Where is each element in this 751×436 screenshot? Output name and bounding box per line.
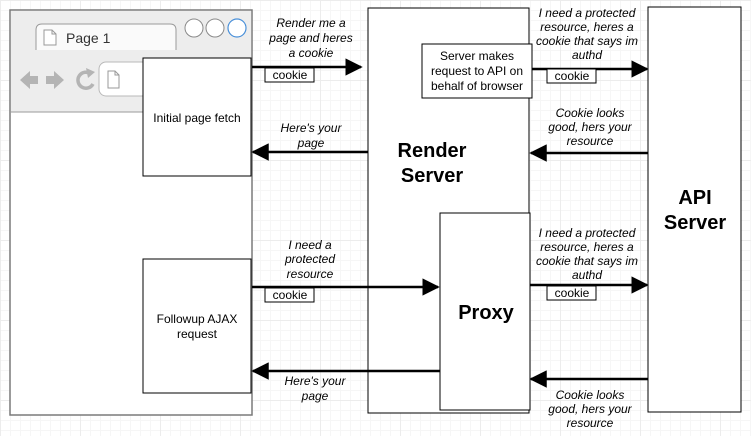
label-need-protected-1-line3: cookie that says im <box>536 34 638 48</box>
label-need-protected-browser-line1: I need a <box>288 238 332 252</box>
label-render-me-line2: page and heres <box>268 31 352 45</box>
cookie-tag-4-label: cookie <box>555 286 590 300</box>
label-heres-page-2: Here's your page <box>285 374 347 403</box>
label-need-protected-browser-line3: resource <box>287 267 334 281</box>
server-request-box: Server makes request to API on behalf of… <box>421 43 533 99</box>
reload-icon[interactable] <box>76 68 95 90</box>
label-need-protected-2-line2: resource, heres a <box>540 240 634 254</box>
initial-page-fetch-label: Initial page fetch <box>153 111 240 125</box>
forward-arrow-icon[interactable] <box>46 71 64 89</box>
render-server-label-line1: Render <box>398 140 467 162</box>
label-render-me: Render me a page and heres a cookie <box>268 16 352 60</box>
followup-ajax-label-line1: Followup AJAX <box>157 312 238 326</box>
label-render-me-line3: a cookie <box>289 46 334 60</box>
proxy-box: Proxy <box>439 212 531 411</box>
cookie-tag-4: cookie <box>546 285 597 301</box>
label-need-protected-2-line4: authd <box>572 268 602 282</box>
browser-tab[interactable] <box>35 23 177 50</box>
label-need-protected-1-line4: authd <box>572 48 602 62</box>
cookie-tag-1-label: cookie <box>273 68 308 82</box>
label-cookie-looks-2-line2: good, hers your <box>548 402 632 416</box>
tab-title: Page 1 <box>66 30 111 46</box>
render-server-label-line2: Server <box>401 165 463 187</box>
followup-ajax-box: Followup AJAX request <box>142 258 252 394</box>
cookie-tag-1: cookie <box>264 67 315 83</box>
label-cookie-looks-2-line3: resource <box>567 416 614 430</box>
label-cookie-looks-2-line1: Cookie looks <box>556 388 625 402</box>
label-need-protected-1-line1: I need a protected <box>539 6 636 20</box>
label-need-protected-2: I need a protected resource, heres a coo… <box>536 226 638 282</box>
label-heres-page-1-line1: Here's your <box>281 121 343 135</box>
api-server-box: API Server <box>647 6 742 413</box>
address-bar[interactable] <box>98 61 150 97</box>
window-button-1[interactable] <box>184 18 204 38</box>
window-button-2[interactable] <box>205 18 225 38</box>
cookie-tag-3-label: cookie <box>273 288 308 302</box>
label-cookie-looks-1-line1: Cookie looks <box>556 106 625 120</box>
label-cookie-looks-1-line2: good, hers your <box>548 120 632 134</box>
label-heres-page-1: Here's your page <box>281 121 343 150</box>
proxy-label: Proxy <box>458 302 514 324</box>
label-need-protected-1-line2: resource, heres a <box>540 20 634 34</box>
label-heres-page-1-line2: page <box>297 136 325 150</box>
api-server-label-line2: Server <box>664 212 726 234</box>
server-request-line3: behalf of browser <box>431 79 523 93</box>
address-page-icon <box>107 70 120 89</box>
label-need-protected-browser-line2: protected <box>284 252 335 266</box>
followup-ajax-label-line2: request <box>177 327 218 341</box>
label-heres-page-2-line1: Here's your <box>285 374 347 388</box>
api-server-label-line1: API <box>678 187 711 209</box>
window-button-3[interactable] <box>227 18 247 38</box>
initial-page-fetch-box: Initial page fetch <box>142 57 252 177</box>
cookie-tag-3: cookie <box>264 287 315 303</box>
label-need-protected-2-line1: I need a protected <box>539 226 636 240</box>
label-cookie-looks-1-line3: resource <box>567 134 614 148</box>
label-need-protected-browser: I need a protected resource <box>284 238 335 281</box>
server-request-line2: request to API on <box>431 64 523 78</box>
cookie-tag-2: cookie <box>546 68 597 84</box>
label-cookie-looks-1: Cookie looks good, hers your resource <box>548 106 632 148</box>
label-heres-page-2-line2: page <box>301 389 329 403</box>
server-request-line1: Server makes <box>440 49 514 63</box>
cookie-tag-2-label: cookie <box>555 69 590 83</box>
label-need-protected-2-line3: cookie that says im <box>536 254 638 268</box>
label-render-me-line1: Render me a <box>276 16 346 30</box>
label-cookie-looks-2: Cookie looks good, hers your resource <box>548 388 632 430</box>
label-need-protected-1: I need a protected resource, heres a coo… <box>536 6 638 62</box>
page-icon <box>43 29 57 46</box>
back-arrow-icon[interactable] <box>20 71 38 89</box>
